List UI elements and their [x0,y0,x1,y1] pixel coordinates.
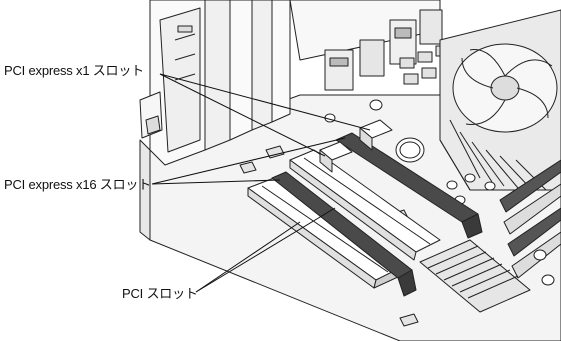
chipset-heatsink [419,239,531,313]
leader-x16-b [151,179,281,185]
leader-x1-a [159,73,371,131]
leader-x16-a [151,137,346,185]
capacitors [324,99,555,286]
pcie-x1-label: PCI express x1 スロット [4,63,144,78]
pcie-x1-slots [319,119,393,173]
pcie-x16-slot-upper [289,149,441,261]
pcie-x16-slot-lower [271,171,417,297]
leader-lines [151,73,371,293]
pcie-x16-label: PCI express x16 スロット [4,177,151,192]
pci-label: PCI スロット [122,286,198,301]
leader-x1-b [159,73,326,157]
leader-pci-a [195,207,336,293]
pcie-x16-slot-top [335,132,483,239]
rear-io-ports [289,0,443,91]
expansion-brackets [139,0,291,166]
leader-pci-b [195,221,301,293]
cpu-fan-heatsink [439,9,561,191]
